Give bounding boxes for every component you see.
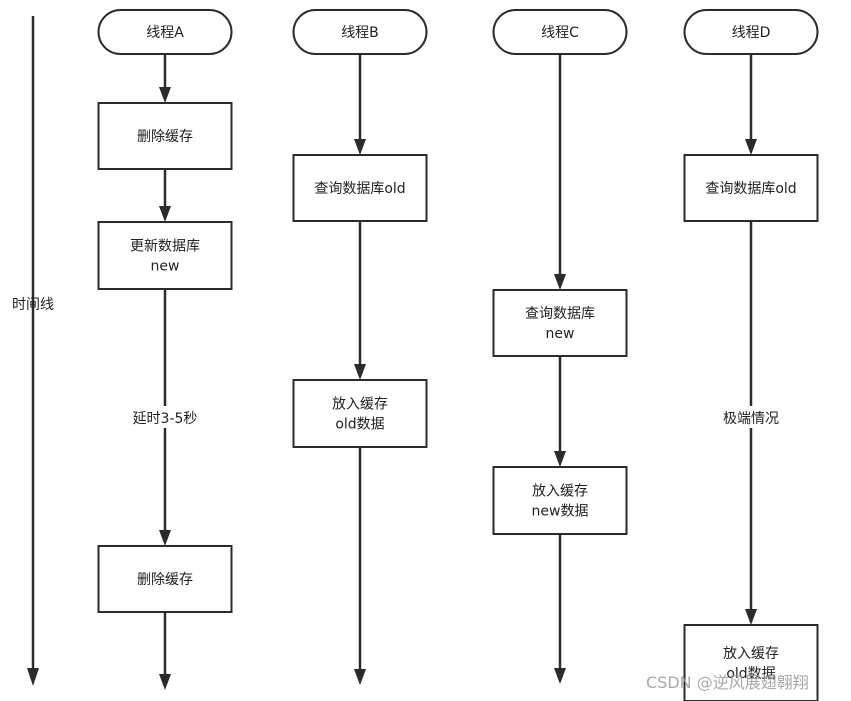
thread-c-arrow-0 (554, 54, 566, 290)
thread-a-arrow-3 (159, 612, 171, 690)
thread-a-arrow-0-head (159, 87, 171, 103)
thread-a-step-label-1: 更新数据库 new (130, 239, 200, 275)
thread-column-b: 线程B 查询数据库old 放入缓存 old数据 (292, 9, 428, 685)
thread-d-step-label-0: 查询数据库old (705, 181, 796, 197)
thread-c-step-label-1-line: new数据 (532, 504, 589, 520)
thread-d-arrow-1-head (745, 609, 757, 625)
thread-d-step-label-0-line: 查询数据库old (705, 181, 796, 197)
timeline-arrow-head (27, 668, 39, 686)
thread-d-edge-label-1: 极端情况 (723, 411, 779, 427)
thread-b-step-label-0-line: 查询数据库old (314, 181, 405, 197)
thread-a-arrow-2-head (159, 530, 171, 546)
thread-b-step-label-1-line: 放入缓存 (332, 397, 388, 413)
thread-d-arrow-0 (745, 54, 757, 155)
thread-a-step-box-0 (97, 102, 233, 170)
thread-d-step-box-1 (683, 624, 819, 701)
thread-c-step-box-0 (492, 289, 628, 357)
thread-d-arrow-0-head (745, 139, 757, 155)
thread-a-arrow-0 (159, 54, 171, 103)
thread-d-step-label-1-line: 放入缓存 (723, 646, 779, 662)
thread-c-step-label-1-line: 放入缓存 (532, 484, 588, 500)
thread-a-step-label-0: 删除缓存 (137, 129, 193, 145)
thread-a-step-label-1-line: 更新数据库 (130, 239, 200, 255)
thread-column-c: 线程C 查询数据库 new 放入缓存 new数据 (492, 9, 628, 684)
thread-a-step-label-0-line: 删除缓存 (137, 129, 193, 145)
thread-a-step-box-1 (97, 221, 233, 290)
thread-b-arrow-0-head (354, 139, 366, 155)
thread-c-step-box-1 (492, 466, 628, 535)
thread-c-arrow-2 (554, 534, 566, 684)
thread-c-step-label-0-line: 查询数据库 (525, 306, 595, 322)
thread-a-arrow-1 (159, 169, 171, 222)
thread-b-step-label-1: 放入缓存 old数据 (332, 397, 388, 433)
thread-b-arrow-1 (354, 221, 366, 380)
thread-d-edge-label-bg-1 (711, 406, 791, 428)
thread-a-arrow-1-head (159, 206, 171, 222)
thread-d-step-label-1-line: old数据 (726, 666, 775, 682)
thread-c-step-label-0-line: new (546, 326, 575, 342)
thread-b-step-label-0: 查询数据库old (314, 181, 405, 197)
thread-b-step-box-1 (292, 379, 428, 448)
thread-d-step-box-0 (683, 154, 819, 222)
thread-c-arrow-1-head (554, 451, 566, 467)
timeline-label: 时间线 (12, 297, 54, 313)
thread-d-step-label-1: 放入缓存 old数据 (723, 646, 779, 682)
thread-c-arrow-2-head (554, 668, 566, 684)
thread-a-edge-label-bg-2 (125, 406, 205, 428)
thread-d-title: 线程D (732, 25, 771, 41)
thread-a-step-label-2: 删除缓存 (137, 572, 193, 588)
thread-c-arrow-1 (554, 356, 566, 467)
thread-b-step-box-0 (292, 154, 428, 222)
thread-b-arrow-0 (354, 54, 366, 155)
thread-b-arrow-1-head (354, 364, 366, 380)
thread-a-step-label-2-line: 删除缓存 (137, 572, 193, 588)
thread-a-arrow-3-head (159, 674, 171, 690)
thread-c-step-label-1: 放入缓存 new数据 (532, 484, 589, 520)
watermark-text: CSDN @逆风展翅翱翔 (646, 673, 809, 692)
thread-b-step-label-1-line: old数据 (335, 417, 384, 433)
thread-a-edge-label-2: 延时3-5秒 (133, 411, 198, 427)
thread-c-step-label-0: 查询数据库 new (525, 306, 595, 342)
thread-c-arrow-0-head (554, 274, 566, 290)
thread-a-step-label-1-line: new (151, 259, 180, 275)
thread-b-title: 线程B (341, 25, 379, 41)
thread-b-arrow-2-head (354, 669, 366, 685)
thread-a-title: 线程A (146, 25, 184, 41)
thread-b-arrow-2 (354, 447, 366, 685)
thread-c-title: 线程C (541, 25, 579, 41)
